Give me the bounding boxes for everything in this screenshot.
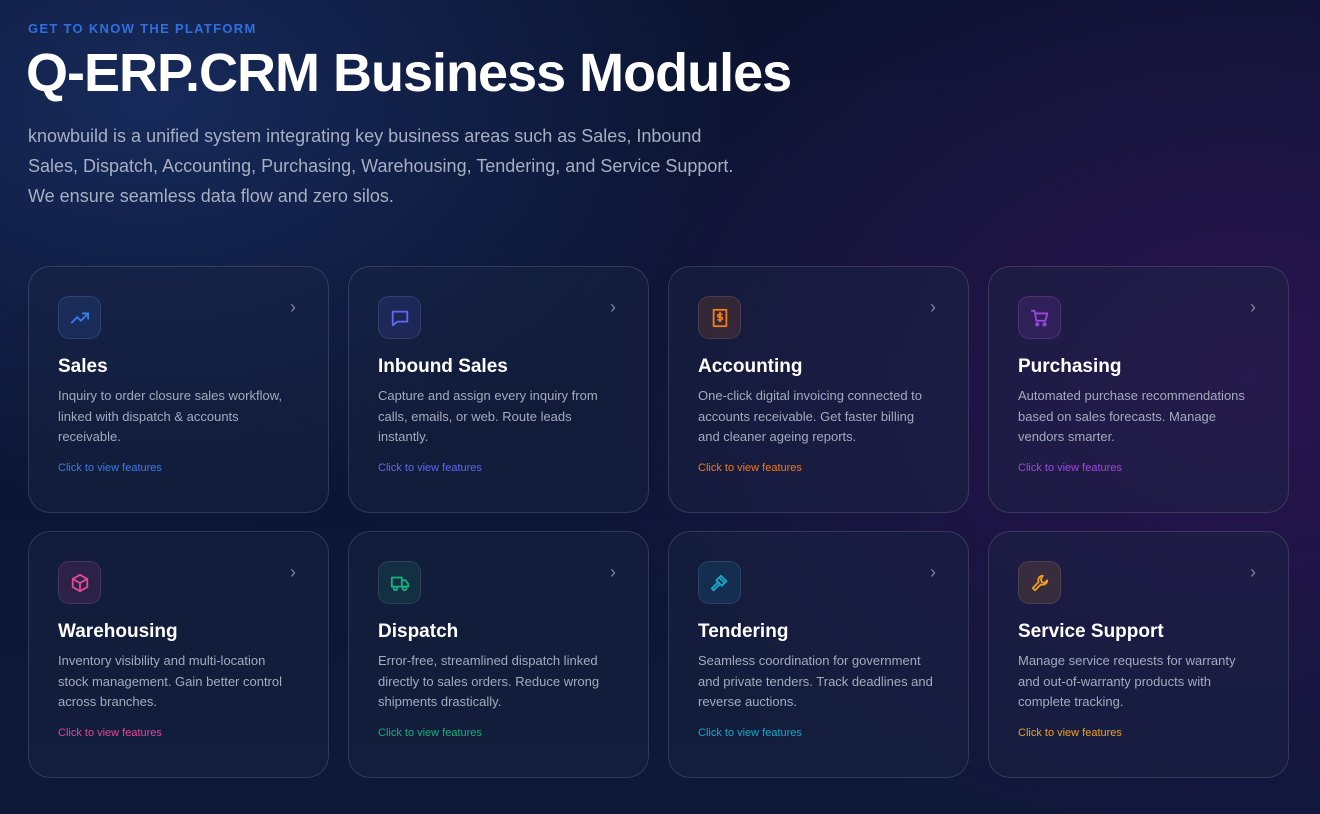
modules-grid: › Sales Inquiry to order closure sales w…: [28, 266, 1289, 778]
module-card-tendering[interactable]: › Tendering Seamless coordination for go…: [668, 531, 969, 778]
eyebrow: GET TO KNOW THE PLATFORM: [28, 21, 257, 36]
package-icon: [58, 561, 101, 604]
module-description: Manage service requests for warranty and…: [1018, 653, 1236, 709]
module-description: Automated purchase recommendations based…: [1018, 388, 1245, 444]
module-card-inbound-sales[interactable]: › Inbound Sales Capture and assign every…: [348, 266, 649, 513]
module-title: Purchasing: [1018, 356, 1122, 377]
chevron-right-icon[interactable]: ›: [1250, 562, 1256, 582]
module-description: Error-free, streamlined dispatch linked …: [378, 653, 600, 709]
trending-up-icon: [58, 296, 101, 339]
module-title: Sales: [58, 356, 108, 377]
module-description: Seamless coordination for government and…: [698, 653, 933, 709]
chevron-right-icon[interactable]: ›: [290, 297, 296, 317]
module-card-accounting[interactable]: › Accounting One-click digital invoicing…: [668, 266, 969, 513]
cart-icon: [1018, 296, 1061, 339]
chevron-right-icon[interactable]: ›: [610, 297, 616, 317]
module-card-service-support[interactable]: › Service Support Manage service request…: [988, 531, 1289, 778]
module-card-warehousing[interactable]: › Warehousing Inventory visibility and m…: [28, 531, 329, 778]
truck-icon: [378, 561, 421, 604]
chevron-right-icon[interactable]: ›: [610, 562, 616, 582]
module-description: Inquiry to order closure sales workflow,…: [58, 388, 282, 444]
page-title: Q-ERP.CRM Business Modules: [26, 43, 792, 103]
module-title: Tendering: [698, 621, 789, 642]
view-features-link[interactable]: Click to view features: [1018, 727, 1122, 739]
module-description: One-click digital invoicing connected to…: [698, 388, 923, 444]
view-features-link[interactable]: Click to view features: [58, 462, 162, 474]
module-card-purchasing[interactable]: › Purchasing Automated purchase recommen…: [988, 266, 1289, 513]
message-icon: [378, 296, 421, 339]
receipt-icon: [698, 296, 741, 339]
view-features-link[interactable]: Click to view features: [378, 727, 482, 739]
module-title: Dispatch: [378, 621, 459, 642]
chevron-right-icon[interactable]: ›: [930, 297, 936, 317]
view-features-link[interactable]: Click to view features: [378, 462, 482, 474]
intro-text: knowbuild is a unified system integratin…: [28, 126, 734, 206]
module-card-sales[interactable]: › Sales Inquiry to order closure sales w…: [28, 266, 329, 513]
view-features-link[interactable]: Click to view features: [698, 462, 802, 474]
module-card-dispatch[interactable]: › Dispatch Error-free, streamlined dispa…: [348, 531, 649, 778]
view-features-link[interactable]: Click to view features: [1018, 462, 1122, 474]
module-description: Capture and assign every inquiry from ca…: [378, 388, 598, 444]
module-title: Warehousing: [58, 621, 178, 642]
chevron-right-icon[interactable]: ›: [290, 562, 296, 582]
chevron-right-icon[interactable]: ›: [1250, 297, 1256, 317]
gavel-icon: [698, 561, 741, 604]
view-features-link[interactable]: Click to view features: [698, 727, 802, 739]
module-title: Service Support: [1018, 621, 1164, 642]
module-description: Inventory visibility and multi-location …: [58, 653, 283, 709]
view-features-link[interactable]: Click to view features: [58, 727, 162, 739]
module-title: Inbound Sales: [378, 356, 508, 377]
chevron-right-icon[interactable]: ›: [930, 562, 936, 582]
wrench-icon: [1018, 561, 1061, 604]
module-title: Accounting: [698, 356, 803, 377]
